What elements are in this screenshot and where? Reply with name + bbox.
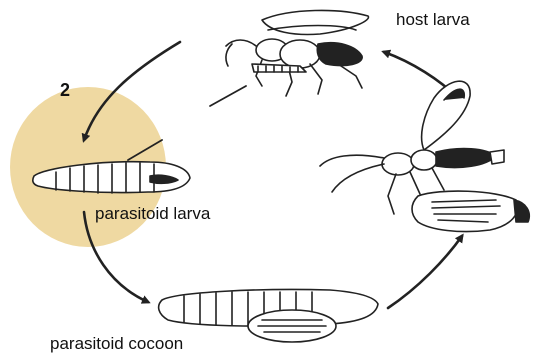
parasitoid-cocoon-illustration bbox=[159, 289, 378, 342]
adult-wasp-illustration bbox=[210, 10, 369, 106]
parasitoid-larva-label: parasitoid larva bbox=[95, 204, 210, 224]
host-larva-label: host larva bbox=[396, 10, 470, 30]
arrow-cocoon-to-egglaying bbox=[388, 236, 462, 308]
parasitoid-cocoon-label: parasitoid cocoon bbox=[50, 334, 183, 354]
step-number-label: 2 bbox=[60, 80, 70, 101]
egg-laying-wasp-illustration bbox=[320, 81, 529, 231]
